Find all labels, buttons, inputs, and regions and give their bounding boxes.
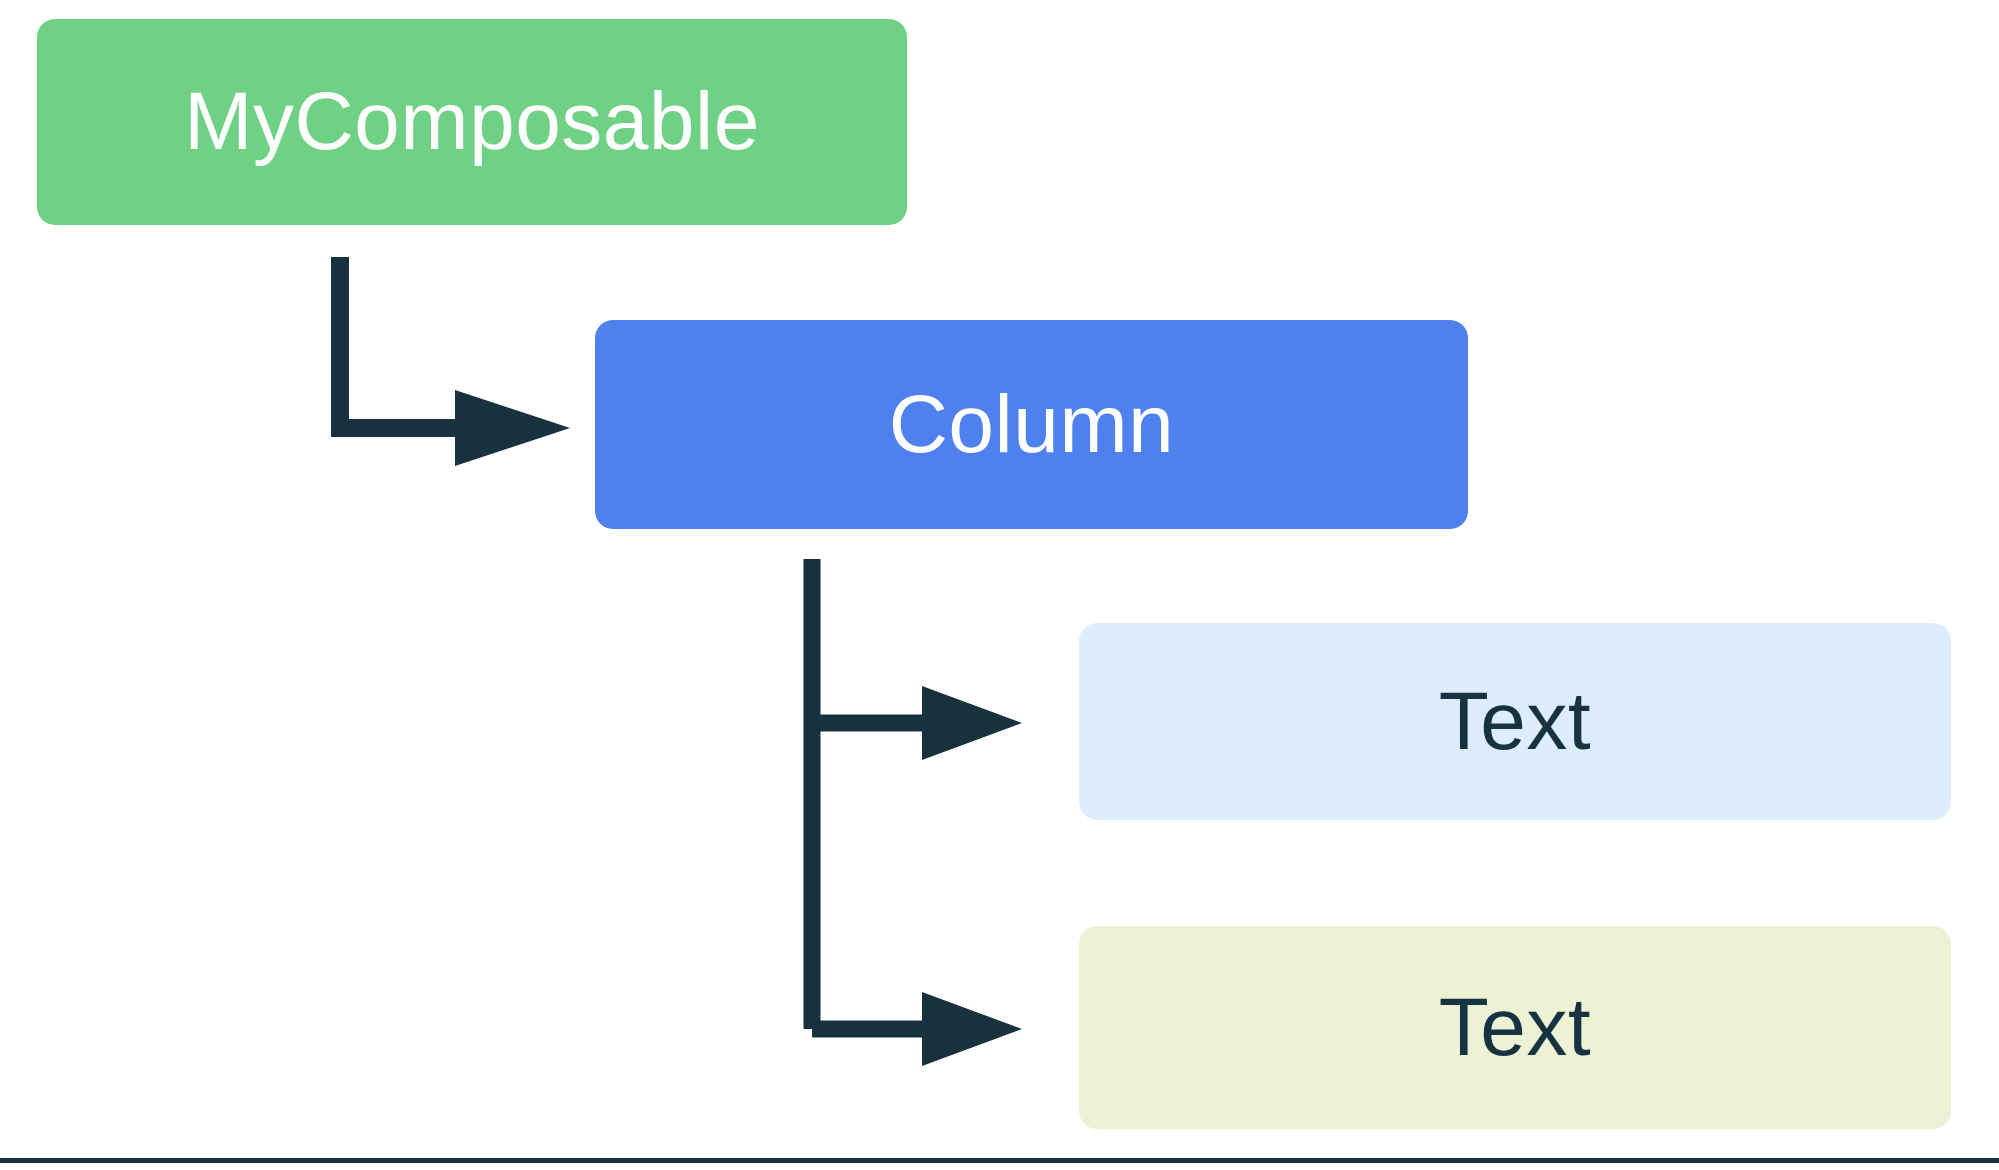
- node-column-label: Column: [888, 378, 1175, 470]
- node-text-second[interactable]: Text: [1079, 926, 1951, 1129]
- node-text-first[interactable]: Text: [1079, 623, 1951, 820]
- edge-root-to-column: [331, 257, 570, 466]
- bottom-divider: [0, 1158, 1999, 1163]
- edge-column-to-text-1: [812, 686, 1022, 760]
- node-column[interactable]: Column: [595, 320, 1468, 529]
- node-text-second-label: Text: [1438, 981, 1592, 1073]
- node-text-first-label: Text: [1438, 675, 1592, 767]
- edge-column-to-text-2: [812, 992, 1022, 1066]
- node-mycomposable-label: MyComposable: [184, 76, 760, 167]
- node-mycomposable[interactable]: MyComposable: [37, 19, 907, 225]
